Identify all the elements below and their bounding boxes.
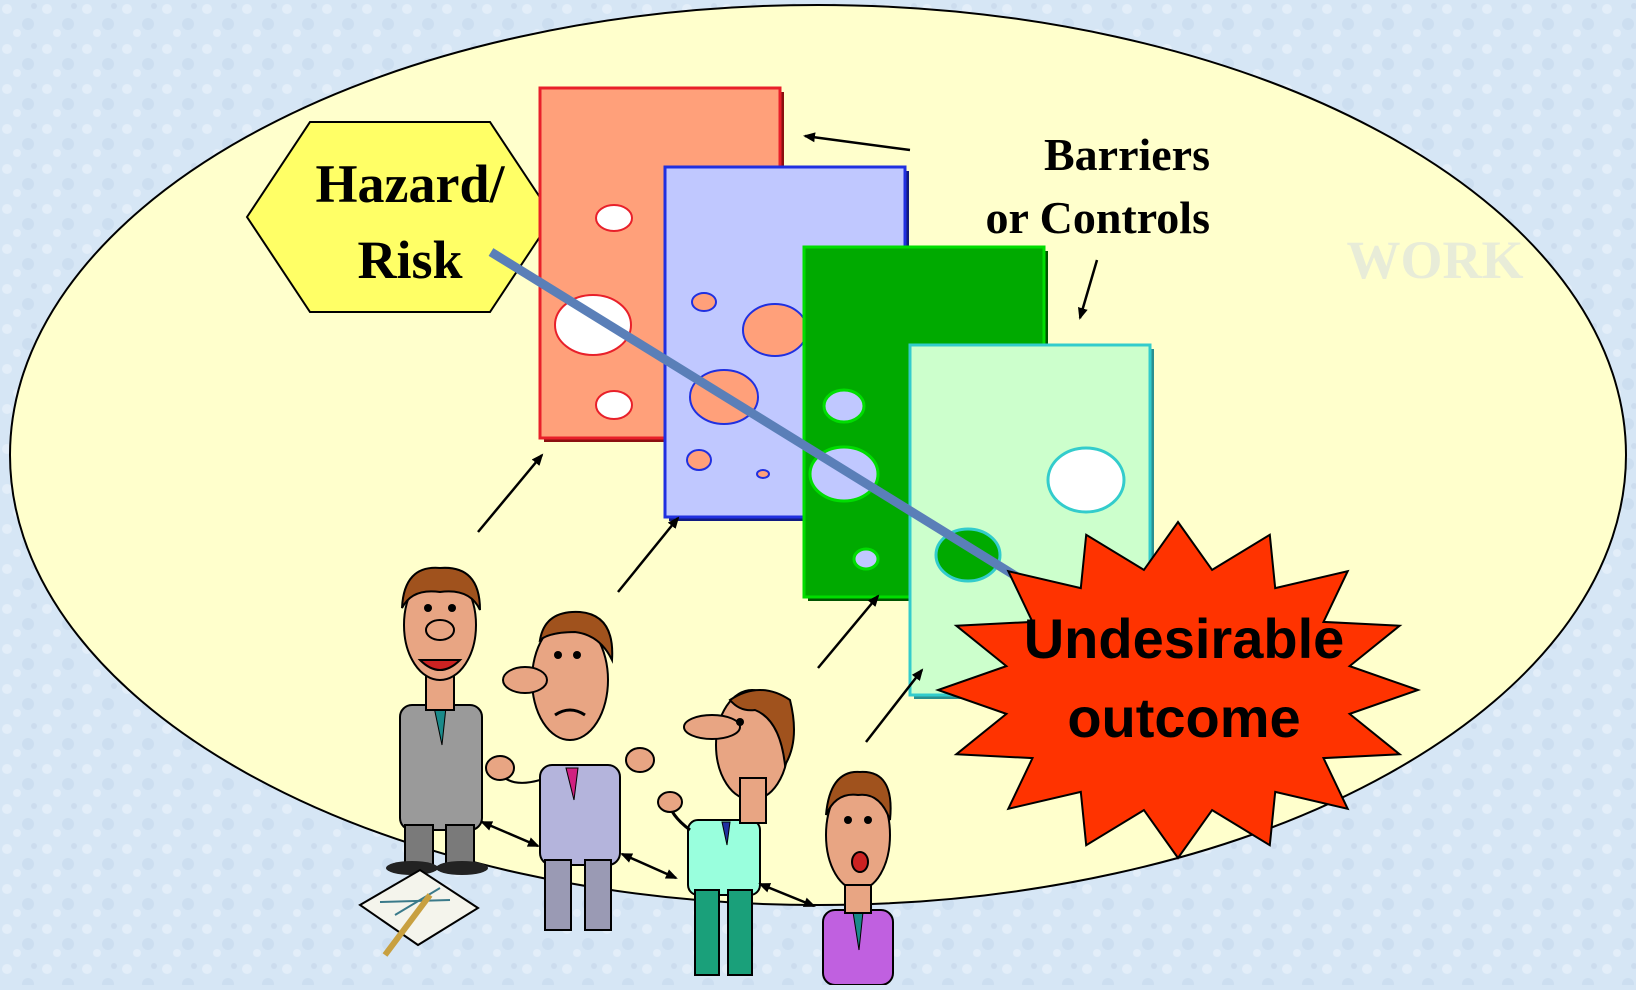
hazard-trajectory — [488, 248, 1043, 595]
communication-arrow — [758, 882, 816, 908]
outcome-burst — [934, 520, 1422, 860]
person-to-barrier-arrow — [617, 516, 680, 593]
barrier-2-hole — [756, 469, 770, 479]
hazard-label-line1: Hazard/ — [316, 154, 506, 214]
barrier-3-hole — [822, 388, 866, 424]
barrier-1-hole — [595, 390, 633, 420]
barrier-3-hole — [852, 547, 880, 571]
barriers-label-line2: or Controls — [986, 192, 1210, 243]
trajectory-occluders — [540, 88, 780, 438]
person-4 — [822, 770, 894, 986]
person-2 — [485, 610, 655, 931]
person-1 — [386, 566, 488, 875]
person-to-barrier-arrow — [865, 668, 924, 743]
communication-arrow — [620, 852, 678, 880]
barriers-arrow-2 — [1078, 259, 1099, 320]
blueprint-icon — [358, 868, 480, 957]
person-to-barrier-arrow — [477, 453, 544, 533]
hazard-label-line2: Risk — [357, 230, 462, 290]
barrier-2-hole — [686, 449, 712, 471]
barriers-arrow-1 — [803, 132, 911, 152]
communication-arrow — [480, 820, 540, 848]
work-label: WORK — [1346, 230, 1523, 290]
barrier-1-hole — [595, 204, 633, 232]
barrier-2-hole — [691, 292, 717, 312]
outcome-label-line2: outcome — [1067, 686, 1300, 749]
outcome-label-line1: Undesirable — [1024, 607, 1345, 670]
barriers-label-line1: Barriers — [1044, 129, 1210, 180]
barrier-4-hole — [1046, 446, 1126, 514]
barrier-4-hole — [934, 527, 1002, 583]
person-to-barrier-arrow — [817, 594, 880, 669]
person-3 — [657, 689, 795, 976]
barrier-1-hole — [554, 294, 632, 356]
